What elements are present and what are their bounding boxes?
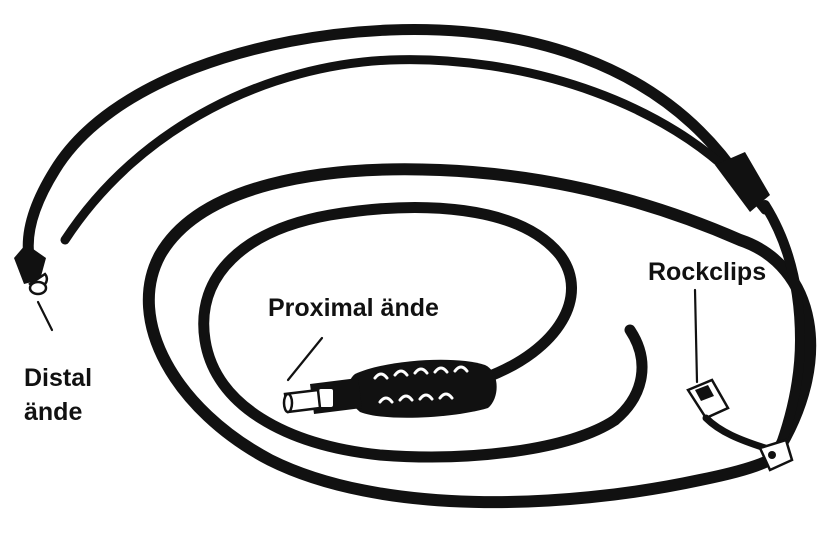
inner-cable-coil [204, 208, 642, 457]
label-proximal: Proximal ände [268, 294, 439, 322]
label-distal-line1: Distal [24, 364, 92, 392]
proximal-handle [284, 360, 497, 418]
rock-clip [688, 380, 792, 470]
label-distal-line2: ände [24, 398, 82, 426]
proximal-leader [288, 338, 322, 380]
clip-leader [695, 290, 697, 382]
distal-connector [14, 244, 47, 294]
distal-leader [38, 302, 52, 330]
label-clip: Rockclips [648, 258, 766, 286]
